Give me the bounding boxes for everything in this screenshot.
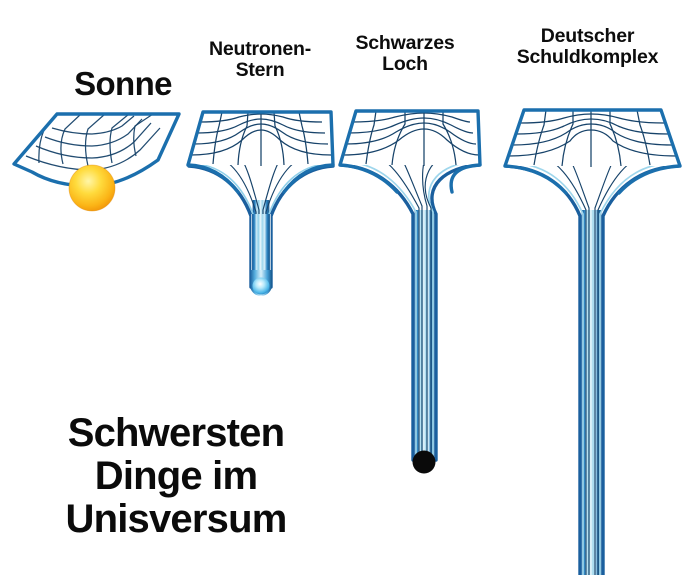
spacetime-well-german-guilt-complex: [503, 108, 682, 575]
meme-caption: Schwersten Dinge im Unisversum: [65, 411, 288, 542]
black-hole-body: [412, 450, 436, 474]
label-deutscher-schuldkomplex: Deutscher Schuldkomplex: [516, 25, 659, 69]
label-schwarzes-loch: Schwarzes Loch: [355, 32, 455, 76]
label-sonne: Sonne: [74, 65, 172, 102]
spacetime-well-black-hole: [338, 109, 482, 474]
label-neutronen-stern: Neutronen- Stern: [209, 38, 311, 82]
neutron-star-body: [252, 277, 270, 295]
spacetime-well-sun: [12, 112, 181, 212]
sun-body: [69, 165, 115, 211]
spacetime-well-neutron-star: [186, 110, 335, 296]
